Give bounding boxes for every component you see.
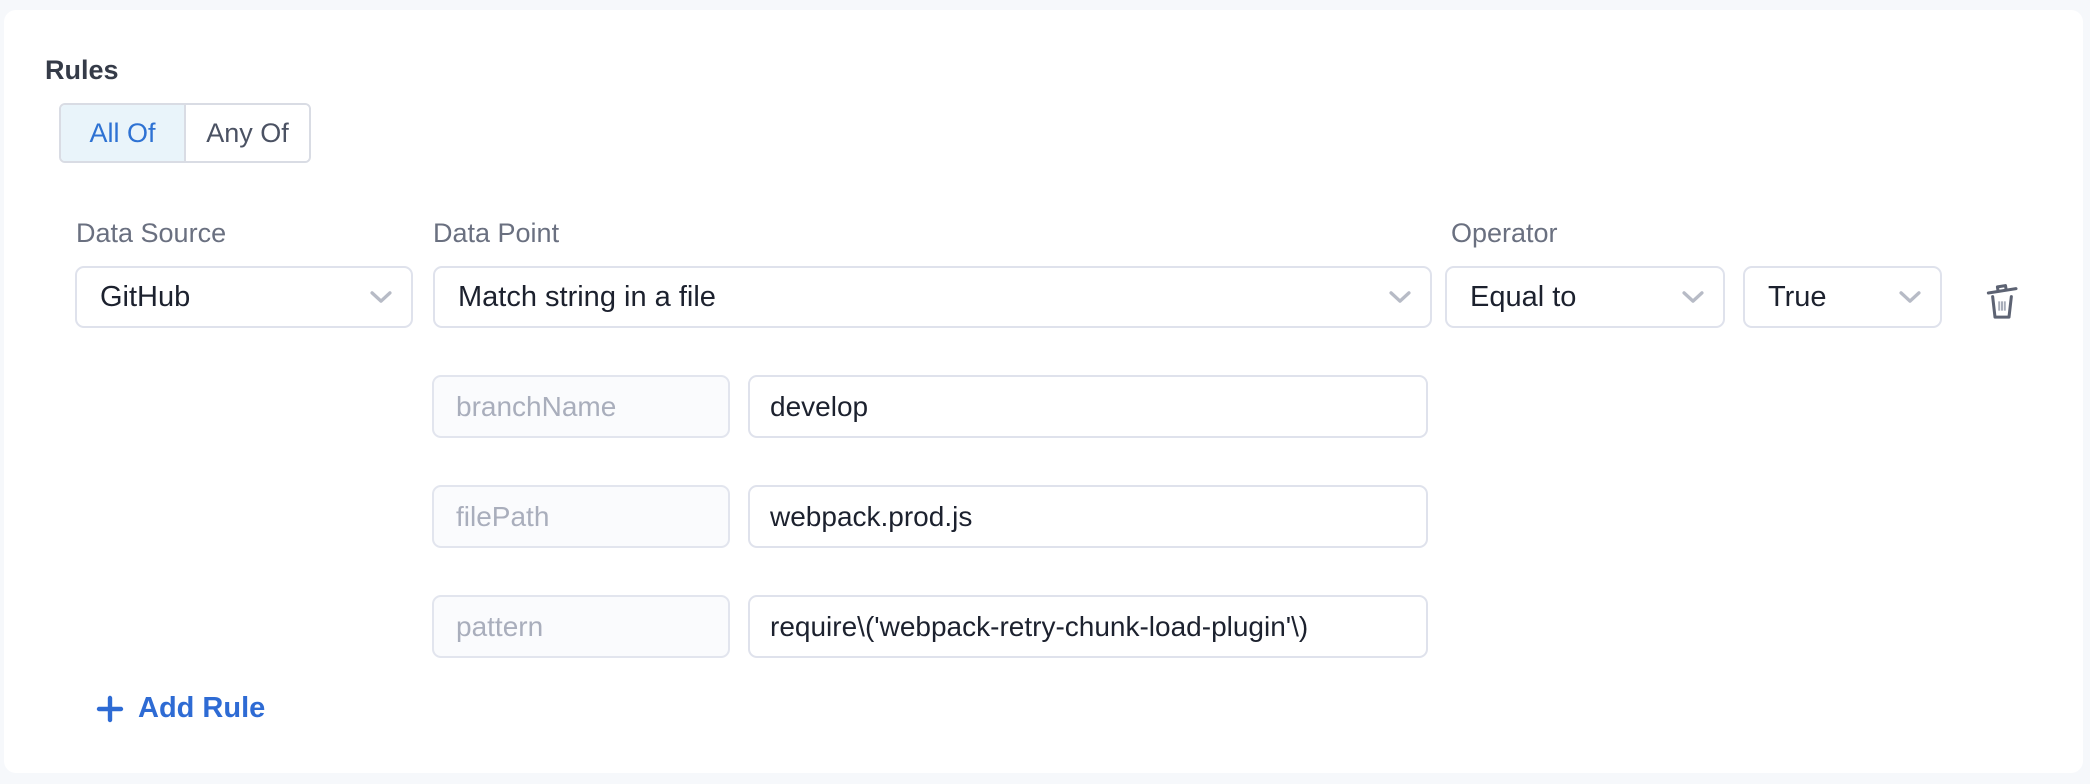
operand-value: True (1768, 280, 1827, 313)
rules-panel: Rules All Of Any Of Data Source Data Poi… (4, 10, 2083, 773)
param-value-pattern-input[interactable] (748, 595, 1428, 658)
data-source-value: GitHub (100, 280, 191, 313)
data-point-label: Data Point (433, 218, 560, 248)
param-name-branchname: branchName (432, 375, 730, 438)
data-source-select[interactable]: GitHub (75, 266, 413, 328)
chevron-down-icon (1899, 291, 1921, 303)
chevron-down-icon (1682, 291, 1704, 303)
operator-label: Operator (1451, 218, 1558, 248)
delete-rule-button[interactable] (1978, 274, 2026, 324)
chevron-down-icon (1389, 291, 1411, 303)
param-value-branchname-input[interactable] (748, 375, 1428, 438)
rules-heading: Rules (45, 55, 119, 85)
match-mode-toggle: All Of Any Of (59, 103, 311, 163)
operand-select[interactable]: True (1743, 266, 1942, 328)
data-source-label: Data Source (76, 218, 227, 248)
operator-value: Equal to (1470, 280, 1577, 313)
plus-icon (96, 695, 124, 722)
data-point-value: Match string in a file (458, 280, 716, 313)
trash-icon (1986, 284, 2018, 319)
add-rule-button[interactable]: Add Rule (89, 688, 271, 729)
param-name-pattern: pattern (432, 595, 730, 658)
add-rule-label: Add Rule (138, 692, 266, 724)
toggle-all-of[interactable]: All Of (61, 105, 184, 161)
param-name-filepath: filePath (432, 485, 730, 548)
data-point-select[interactable]: Match string in a file (433, 266, 1432, 328)
chevron-down-icon (370, 291, 392, 303)
toggle-any-of[interactable]: Any Of (184, 105, 309, 161)
operator-select[interactable]: Equal to (1445, 266, 1725, 328)
param-value-filepath-input[interactable] (748, 485, 1428, 548)
